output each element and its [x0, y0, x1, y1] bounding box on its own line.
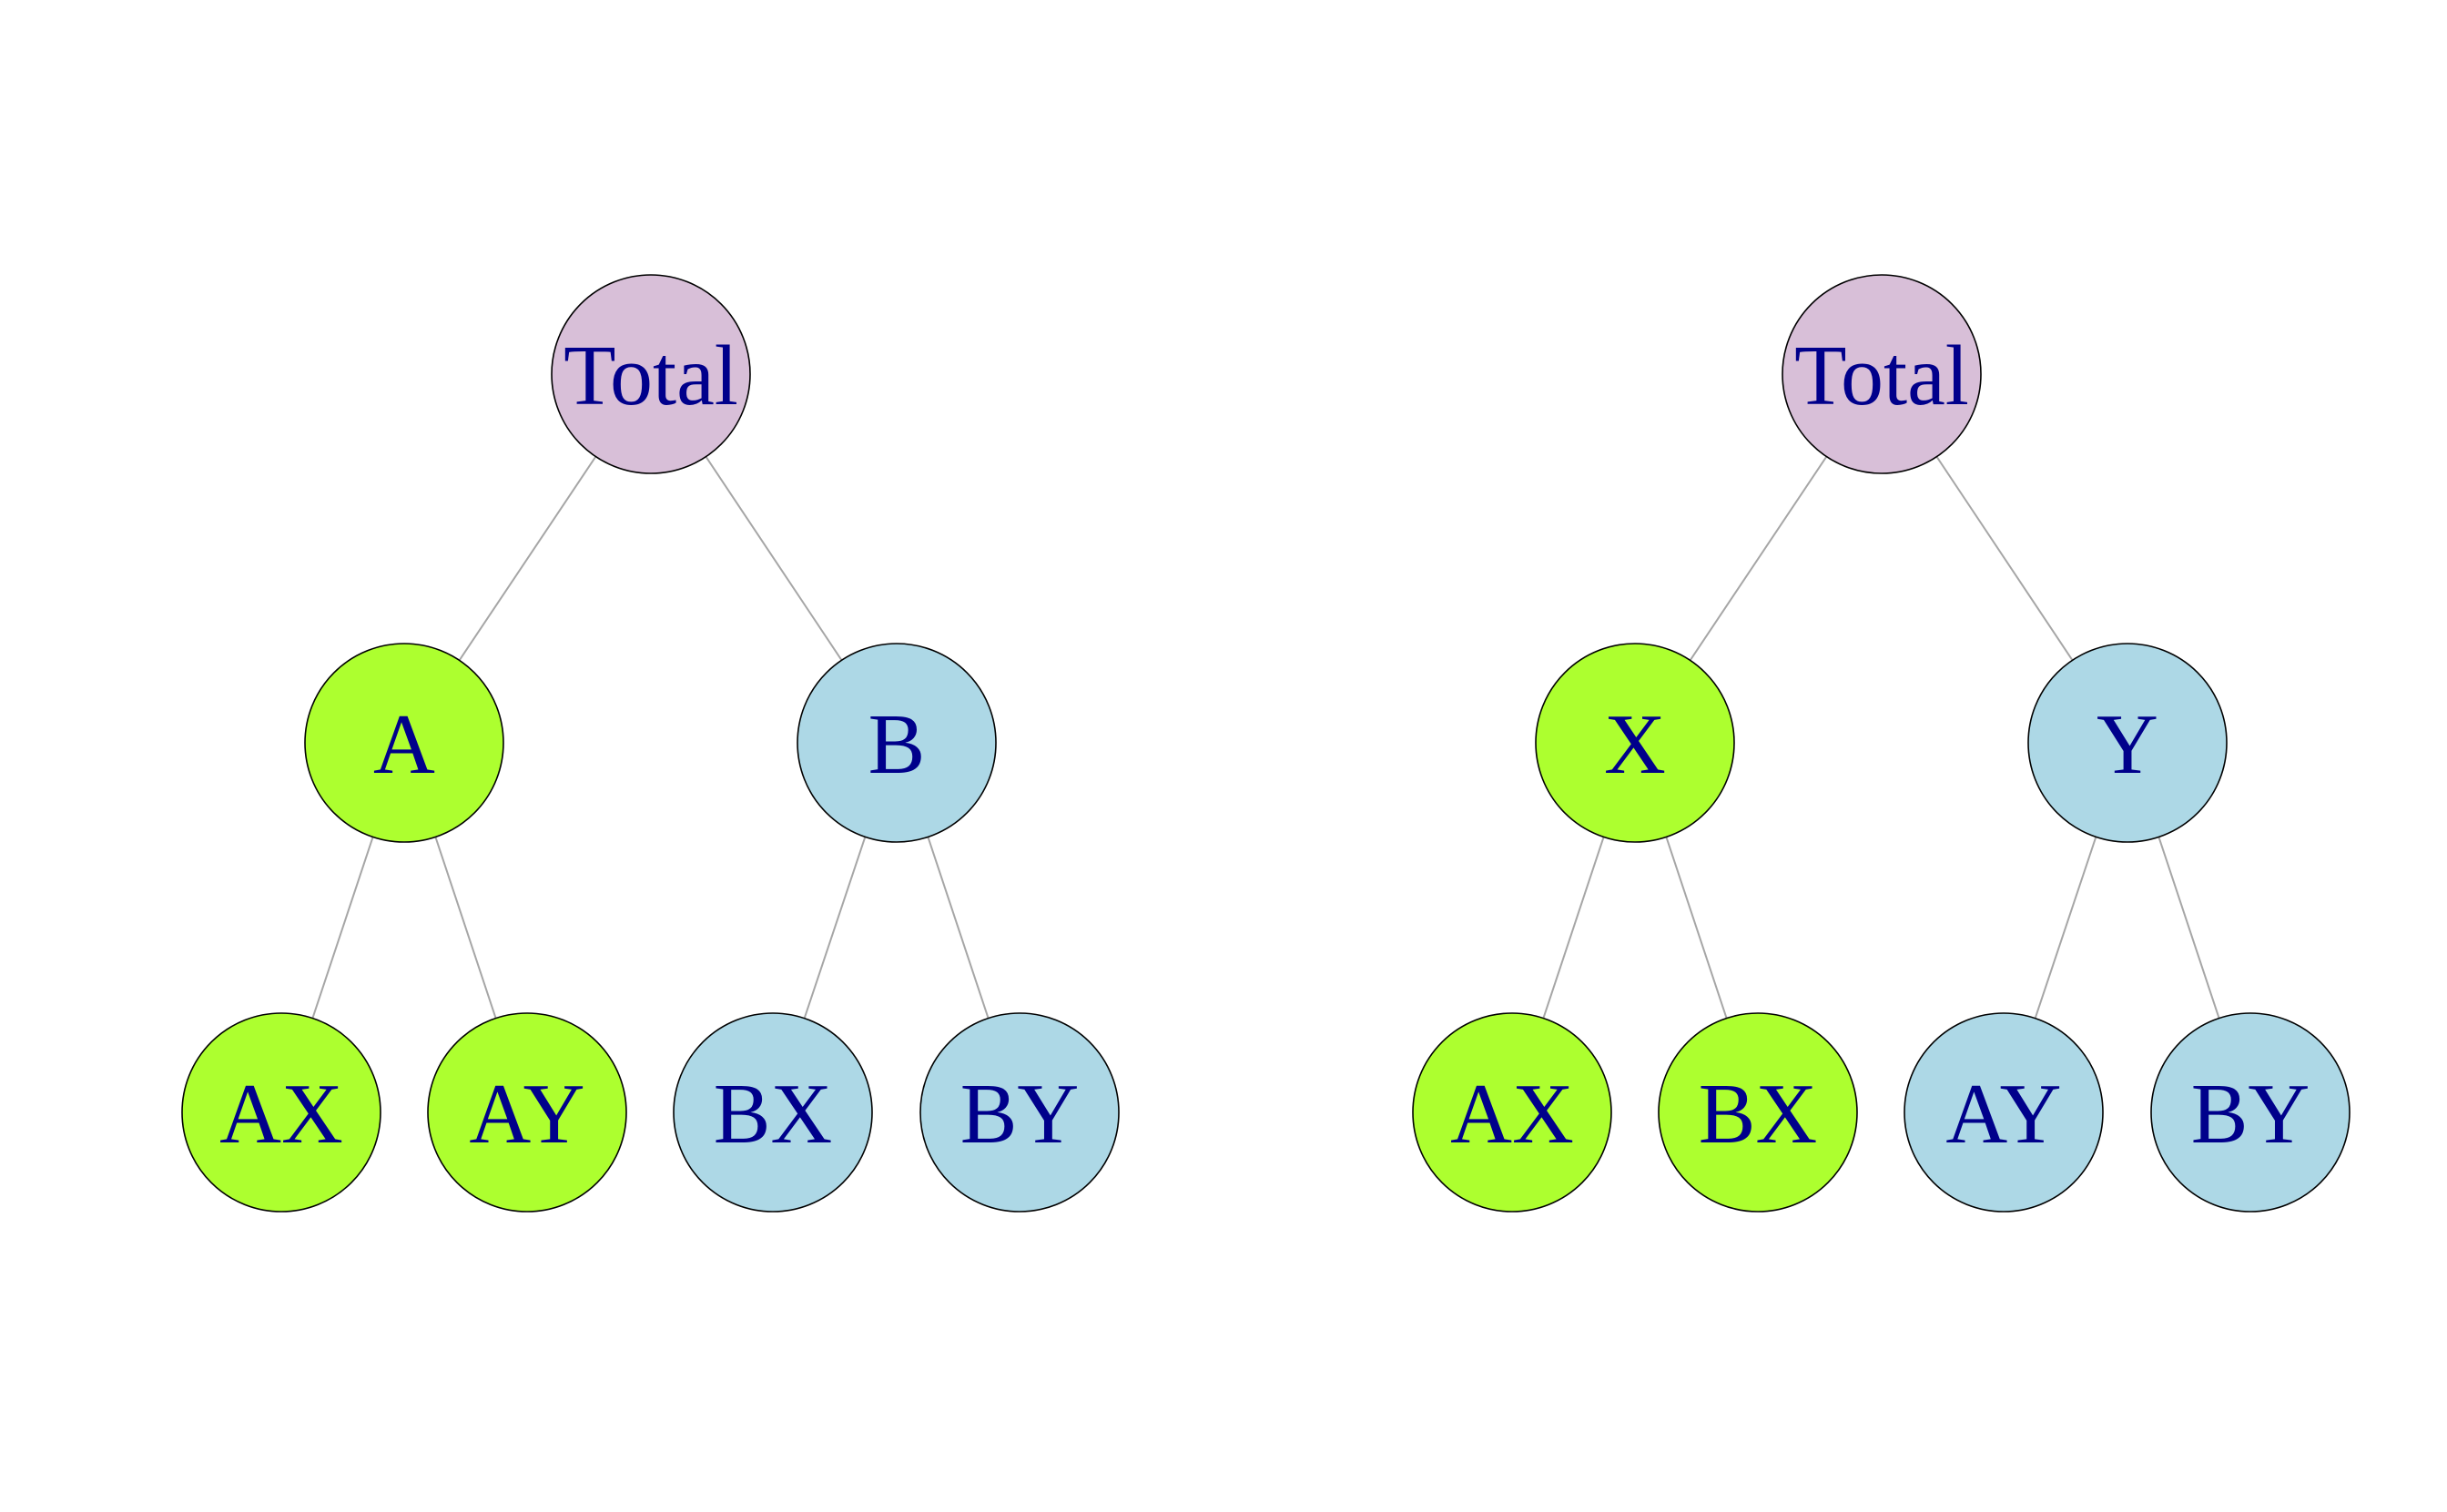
tree-2-edge-y-ay: [2034, 837, 2097, 1019]
tree-2-node-root-circle: [1782, 274, 1982, 474]
tree-2-node-root-label: Total: [1794, 329, 1969, 423]
tree-2-node-x-circle: [1535, 643, 1735, 843]
tree-1-node-ay: AY: [427, 1012, 627, 1213]
tree-2-node-bx: BX: [1658, 1012, 1858, 1213]
tree-1-node-root-circle: [551, 274, 751, 474]
tree-1-node-ay-label: AY: [469, 1067, 584, 1162]
tree-1-edge-b-by: [927, 837, 990, 1019]
tree-1-node-by-circle: [919, 1012, 1120, 1213]
tree-1-node-ax: AX: [181, 1012, 381, 1213]
tree-1-node-ay-circle: [427, 1012, 627, 1213]
tree-1-node-by: BY: [919, 1012, 1120, 1213]
tree-2-edge-x-bx: [1665, 837, 1728, 1019]
tree-2-node-by-circle: [2150, 1012, 2351, 1213]
tree-1-edge-a-ax: [311, 837, 374, 1019]
tree-2-edge-y-by: [2158, 837, 2220, 1019]
tree-2-node-ay-circle: [1904, 1012, 2104, 1213]
tree-2-node-root: Total: [1782, 274, 1982, 474]
tree-1-node-bx-label: BX: [714, 1067, 833, 1162]
tree-2-edge-x-ax: [1542, 837, 1605, 1019]
tree-1-node-by-label: BY: [960, 1067, 1080, 1162]
tree-2-node-y-label: Y: [2097, 697, 2158, 792]
tree-1-edge-b-bx: [803, 837, 867, 1019]
tree-2-node-by: BY: [2150, 1012, 2351, 1213]
tree-2-node-x: X: [1535, 643, 1735, 843]
tree-2-node-ax-circle: [1412, 1012, 1612, 1213]
tree-1-edge-root-a: [458, 456, 597, 661]
tree-2-node-bx-label: BX: [1699, 1067, 1818, 1162]
tree-1-node-root-label: Total: [564, 329, 738, 423]
tree-2-node-ay: AY: [1904, 1012, 2104, 1213]
tree-1-edge-a-ay: [434, 837, 497, 1019]
tree-1-node-a-label: A: [373, 697, 435, 792]
tree-2-edge-root-x: [1689, 456, 1828, 661]
tree-1-node-a: A: [304, 643, 504, 843]
tree-2-node-ax-label: AX: [1450, 1067, 1574, 1162]
tree-1-node-b: B: [797, 643, 997, 843]
tree-2-edge-root-y: [1935, 456, 2074, 661]
tree-2-node-bx-circle: [1658, 1012, 1858, 1213]
tree-1-edge-root-b: [705, 456, 843, 661]
tree-1-node-a-circle: [304, 643, 504, 843]
tree-1-node-root: Total: [551, 274, 751, 474]
tree-2-node-x-label: X: [1604, 697, 1666, 792]
tree-1-node-b-label: B: [868, 697, 926, 792]
tree-1-node-b-circle: [797, 643, 997, 843]
tree-2-node-y: Y: [2027, 643, 2228, 843]
tree-1-node-ax-circle: [181, 1012, 381, 1213]
tree-1-node-ax-label: AX: [219, 1067, 343, 1162]
tree-2-node-y-circle: [2027, 643, 2228, 843]
tree-2-node-by-label: BY: [2191, 1067, 2310, 1162]
edges-layer: [311, 456, 2220, 1019]
tree-1-node-bx: BX: [673, 1012, 873, 1213]
tree-2-node-ay-label: AY: [1945, 1067, 2061, 1162]
tree-2-node-ax: AX: [1412, 1012, 1612, 1213]
tree-1-node-bx-circle: [673, 1012, 873, 1213]
